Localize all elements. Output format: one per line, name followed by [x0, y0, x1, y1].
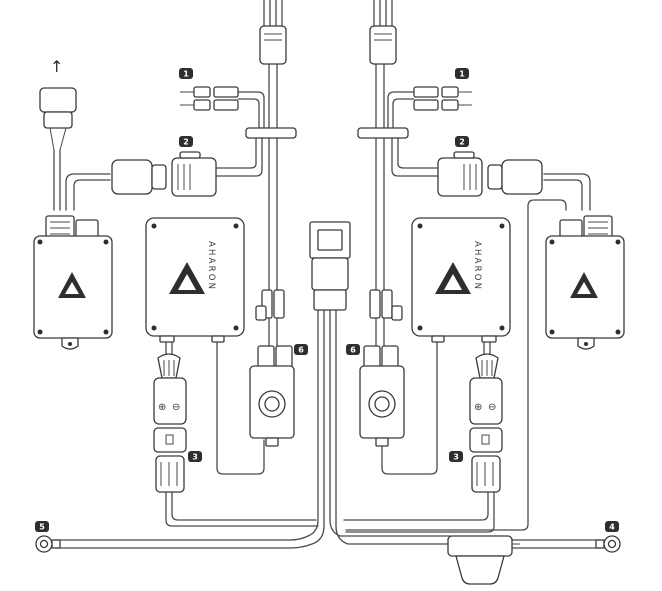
svg-text:6: 6 — [350, 346, 356, 355]
left-ring-terminal — [35, 535, 61, 553]
svg-text:6: 6 — [298, 346, 304, 355]
badge-left-2: 2 — [179, 136, 193, 147]
right-stem-connector — [369, 289, 403, 321]
badge-left-3: 3 — [188, 451, 202, 462]
right-ring-terminal — [595, 535, 621, 553]
left-wire-clamp — [245, 127, 297, 139]
left-ballast-brand: AHARON — [206, 241, 216, 291]
left-ballast-output-plug — [153, 353, 187, 493]
far-left-ballast-logo — [58, 272, 86, 298]
badge-right-6: 6 — [346, 344, 360, 355]
left-connector-1 — [180, 86, 239, 111]
left-relay — [249, 345, 295, 447]
left-positive-symbol: ⊕ — [158, 402, 166, 413]
right-ballast-output-plug — [469, 353, 503, 493]
svg-text:5: 5 — [39, 523, 45, 532]
right-connector-2 — [437, 151, 543, 197]
badge-right-3: 3 — [449, 451, 463, 462]
badge-left-1: 1 — [179, 68, 193, 79]
right-negative-symbol: ⊖ — [488, 402, 496, 413]
left-stem-connector — [255, 289, 285, 321]
left-main-ballast-logo — [169, 262, 205, 294]
left-connector-2 — [111, 151, 217, 197]
badge-right-2: 2 — [455, 136, 469, 147]
far-right-ballast-logo — [570, 272, 598, 298]
right-positive-symbol: ⊕ — [474, 402, 482, 413]
right-harness-plug — [369, 25, 397, 65]
right-relay — [359, 345, 405, 447]
right-main-ballast-logo — [435, 262, 471, 294]
right-ballast-brand: AHARON — [472, 241, 482, 291]
left-negative-symbol: ⊖ — [172, 402, 180, 413]
center-trunk-connector — [309, 221, 351, 311]
svg-text:1: 1 — [183, 70, 189, 79]
left-harness-plug — [259, 25, 287, 65]
inline-fuse-holder — [436, 535, 520, 585]
up-arrow-icon: ↑ — [50, 57, 63, 76]
svg-text:3: 3 — [192, 453, 198, 462]
svg-text:4: 4 — [609, 523, 615, 532]
badge-right-1: 1 — [455, 68, 469, 79]
svg-text:1: 1 — [459, 70, 465, 79]
right-wire-clamp — [357, 127, 409, 139]
svg-text:2: 2 — [183, 138, 189, 147]
badge-left-5: 5 — [35, 521, 49, 532]
badge-right-4: 4 — [605, 521, 619, 532]
badge-left-6: 6 — [294, 344, 308, 355]
svg-text:2: 2 — [459, 138, 465, 147]
svg-text:3: 3 — [453, 453, 459, 462]
right-connector-1 — [413, 86, 472, 111]
wires — [53, 0, 601, 549]
far-left-bulb-plug — [39, 87, 77, 151]
